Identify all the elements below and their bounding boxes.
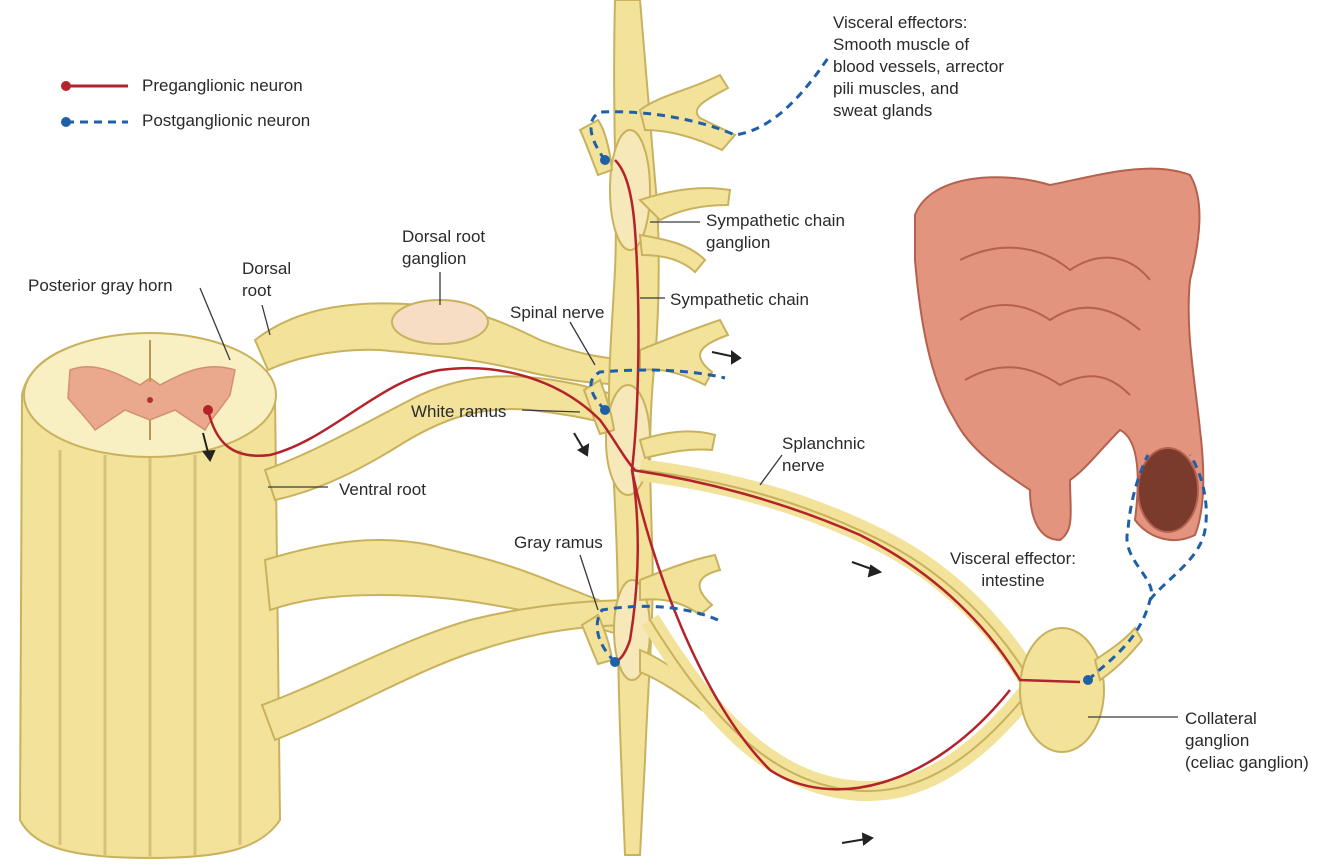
gray-ramus-label: Gray ramus <box>514 532 603 554</box>
label-line: ganglion <box>706 232 845 254</box>
dorsal-root-ganglion <box>392 300 488 344</box>
label-line: ganglion <box>402 248 485 270</box>
label-line: Splanchnic <box>782 433 865 455</box>
label-line: Visceral effector: <box>950 548 1076 570</box>
label-line: pili muscles, and <box>833 78 1004 100</box>
intestine-lumen <box>1138 448 1198 532</box>
postganglionic-soma <box>600 155 610 165</box>
preganglionic-soma <box>203 405 213 415</box>
label-line: blood vessels, arrector <box>833 56 1004 78</box>
label-line: (celiac ganglion) <box>1185 752 1309 774</box>
legend-postganglionic: Postganglionic neuron <box>142 110 310 132</box>
legend-preganglionic: Preganglionic neuron <box>142 75 303 97</box>
label-line: nerve <box>782 455 865 477</box>
label-line: Visceral effectors: <box>833 12 1004 34</box>
collateral-ganglion-label: Collateral ganglion (celiac ganglion) <box>1185 708 1309 774</box>
label-line: Dorsal <box>242 258 291 280</box>
spinal-cord <box>20 333 280 858</box>
spinal-nerve-label: Spinal nerve <box>510 302 605 324</box>
legend-glyphs <box>61 81 128 127</box>
upper-roots <box>255 300 640 500</box>
label-line: root <box>242 280 291 302</box>
dorsal-root-label: Dorsal root <box>242 258 291 302</box>
label-line: intestine <box>950 570 1076 592</box>
postganglionic-soma <box>610 657 620 667</box>
label-line: ganglion <box>1185 730 1309 752</box>
postganglionic-soma <box>1083 675 1093 685</box>
postganglionic-soma <box>600 405 610 415</box>
white-ramus-label: White ramus <box>411 401 506 423</box>
intestine <box>915 169 1203 540</box>
sympathetic-chain-ganglion-label: Sympathetic chain ganglion <box>706 210 845 254</box>
sympathetic-chain-label: Sympathetic chain <box>670 289 809 311</box>
label-line: Dorsal root <box>402 226 485 248</box>
visceral-effector-intestine-label: Visceral effector: intestine <box>950 548 1076 592</box>
label-line: sweat glands <box>833 100 1004 122</box>
label-line: Sympathetic chain <box>706 210 845 232</box>
splanchnic-nerve-label: Splanchnic nerve <box>782 433 865 477</box>
label-line: Collateral <box>1185 708 1309 730</box>
posterior-gray-horn-label: Posterior gray horn <box>28 275 173 297</box>
dorsal-root-ganglion-label: Dorsal root ganglion <box>402 226 485 270</box>
lower-spinal-nerves <box>262 540 640 740</box>
label-line: Smooth muscle of <box>833 34 1004 56</box>
visceral-effectors-label: Visceral effectors: Smooth muscle of blo… <box>833 12 1004 122</box>
ventral-root-label: Ventral root <box>339 479 426 501</box>
collateral-ganglion <box>1020 628 1104 752</box>
